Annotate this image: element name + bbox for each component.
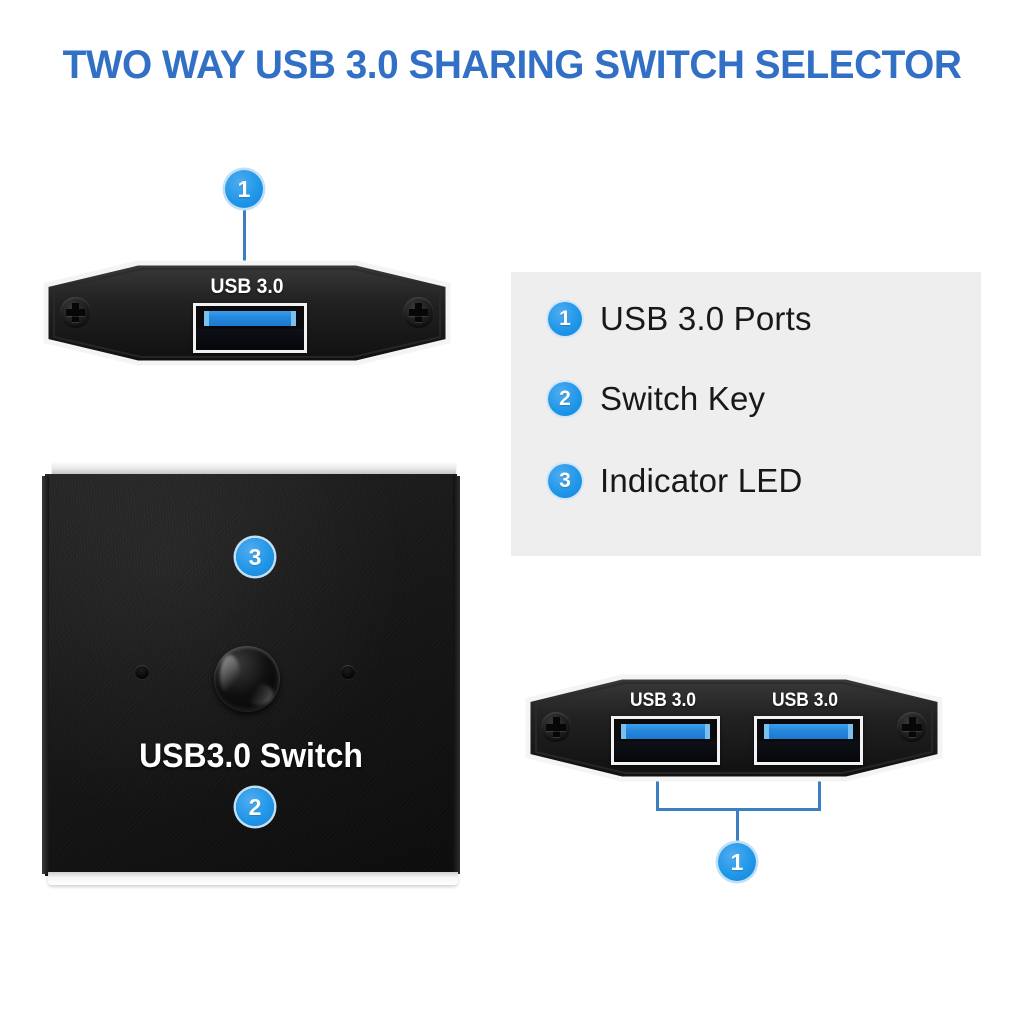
legend-item-3: 3 Indicator LED xyxy=(548,462,803,500)
led-indicator-icon-right xyxy=(341,665,355,679)
legend-panel: 1 USB 3.0 Ports 2 Switch Key 3 Indicator… xyxy=(511,272,981,556)
device-faceplate-shape xyxy=(525,674,943,782)
legend-label-usb-ports: USB 3.0 Ports xyxy=(600,300,812,337)
host-port-label: USB 3.0 xyxy=(210,275,284,298)
legend-badge-1: 1 xyxy=(548,302,582,336)
body-right-edge xyxy=(453,476,460,874)
phillips-screw-icon xyxy=(897,712,927,742)
legend-badge-2: 2 xyxy=(548,382,582,416)
legend-item-1: 1 USB 3.0 Ports xyxy=(548,300,812,338)
legend-label-switch-key: Switch Key xyxy=(600,380,766,417)
switch-key-button[interactable] xyxy=(214,646,280,712)
legend-label-indicator-led: Indicator LED xyxy=(600,462,803,499)
device-port-label-2: USB 3.0 xyxy=(771,690,839,711)
phillips-screw-icon xyxy=(541,712,571,742)
phillips-screw-icon xyxy=(403,297,434,328)
main-switch-body: USB3.0 Switch xyxy=(42,462,460,890)
usb-a-port-icon-1 xyxy=(611,716,720,765)
callout-leader-device-left xyxy=(656,758,659,810)
device-faceplate: USB 3.0 USB 3.0 xyxy=(524,672,944,784)
callout-marker-2-switch: 2 xyxy=(236,788,274,826)
callout-marker-1-host: 1 xyxy=(225,170,263,208)
phillips-screw-icon xyxy=(60,297,91,328)
body-brand-text: USB3.0 Switch xyxy=(139,737,363,775)
page-title: TWO WAY USB 3.0 SHARING SWITCH SELECTOR xyxy=(62,43,962,87)
chrome-bottom-edge xyxy=(47,872,459,885)
callout-leader-device-right xyxy=(818,758,821,810)
usb-a-port-icon xyxy=(193,303,307,353)
legend-badge-3: 3 xyxy=(548,464,582,498)
device-port-label-1: USB 3.0 xyxy=(629,690,697,711)
callout-marker-1-device: 1 xyxy=(718,843,756,881)
host-faceplate: USB 3.0 xyxy=(42,258,452,368)
body-left-edge xyxy=(42,476,49,874)
usb-a-port-icon-2 xyxy=(754,716,863,765)
callout-leader-host xyxy=(242,208,246,278)
callout-leader-device-stem xyxy=(736,808,739,846)
legend-item-2: 2 Switch Key xyxy=(548,380,765,418)
callout-marker-3-led: 3 xyxy=(236,538,274,576)
led-indicator-icon-left xyxy=(135,665,149,679)
